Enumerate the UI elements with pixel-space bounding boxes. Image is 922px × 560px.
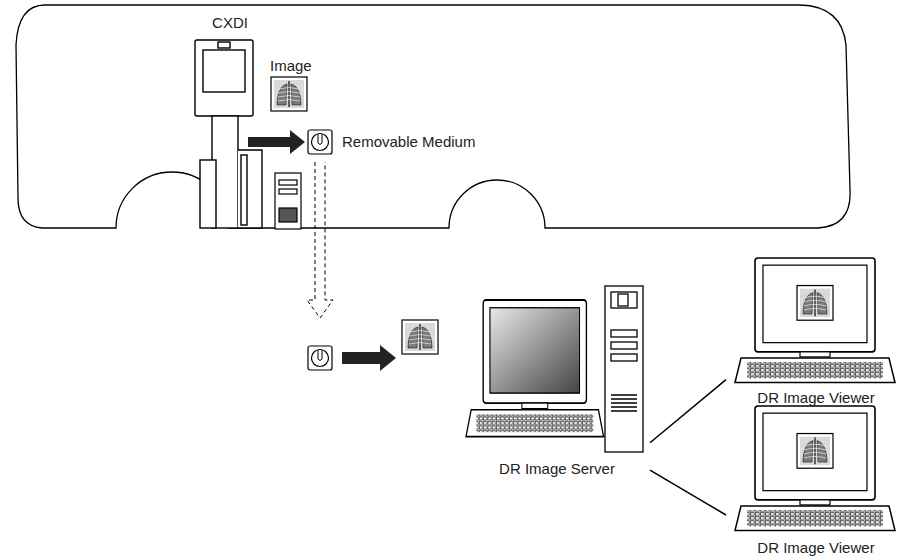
transfer-arrow [248,130,305,154]
node-label: DR Image Server [499,460,615,478]
viewer-console [735,258,895,382]
vehicle-outline [16,5,850,228]
viewer-console [735,406,895,530]
removable-disk [308,130,332,154]
network-link [650,380,726,443]
server-node: DR Image Server [464,282,650,478]
node-label: DR Image Viewer [757,539,874,557]
viewer-node: DR Image Viewer [726,255,906,407]
network-link [650,470,726,515]
viewer-node: DR Image Viewer [726,407,906,557]
server-console [466,300,604,437]
server-tower [605,286,643,452]
xray-image [271,77,307,111]
node-label: Removable Medium [342,133,475,151]
removable-disk [308,346,332,370]
node-label: DR Image Viewer [757,389,874,407]
carry-arrow [307,162,333,318]
xray-image [402,320,438,354]
cxdi-detector [195,40,262,228]
workstation [275,173,301,229]
medium-node: Removable Medium [304,126,484,158]
transfer-arrow [342,345,396,371]
detector-node: CXDI [190,14,270,230]
image-label: Image [270,57,312,75]
node-label: CXDI [212,14,248,32]
